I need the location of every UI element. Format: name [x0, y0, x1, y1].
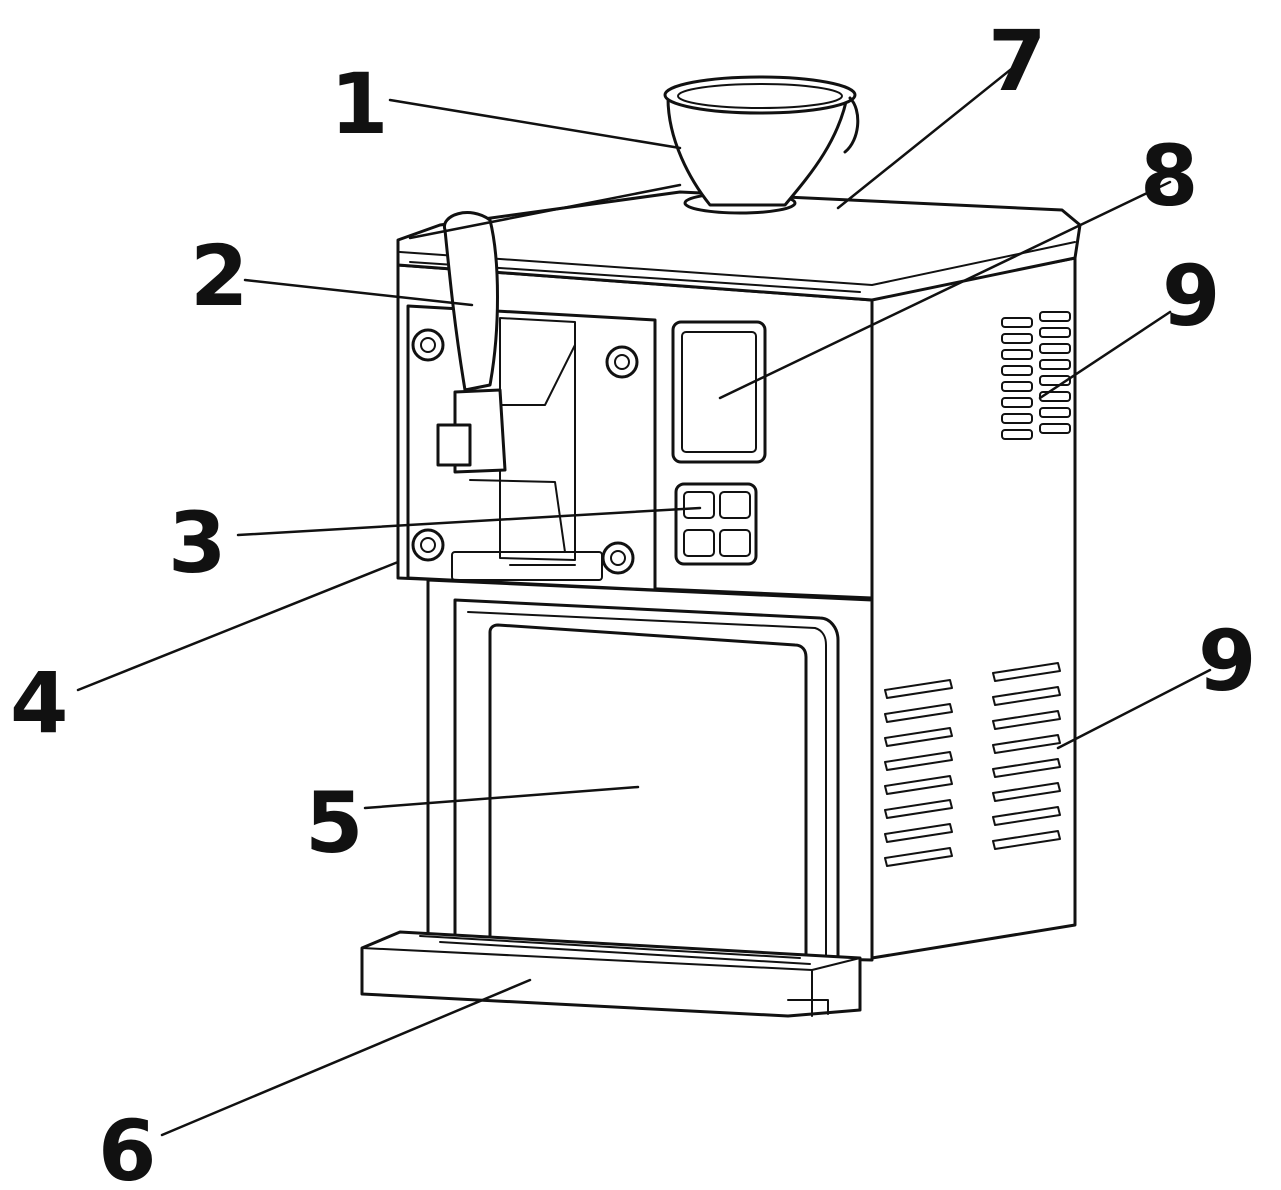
leader-lines	[76, 56, 1212, 1137]
knob-top-right	[605, 345, 639, 379]
cup-recess	[453, 598, 840, 960]
callout-4: 4	[10, 654, 68, 752]
leader-6	[160, 978, 532, 1137]
callout-5: 5	[305, 774, 363, 872]
dispense-handle	[436, 211, 507, 474]
callout-1: 1	[330, 55, 388, 153]
control-buttons	[674, 482, 758, 566]
vents-lower-left	[884, 679, 953, 867]
leader-3	[236, 506, 702, 537]
hopper-funnel	[663, 75, 860, 215]
callout-3: 3	[168, 494, 226, 592]
callout-8: 8	[1140, 127, 1198, 225]
leader-8	[718, 180, 1172, 400]
callout-6: 6	[98, 1102, 156, 1190]
leader-2	[243, 278, 474, 307]
knob-bottom-left	[411, 528, 445, 562]
leader-9b	[1056, 668, 1212, 750]
machine-side-panel	[870, 256, 1077, 960]
vents-lower-right	[992, 662, 1061, 850]
drip-tray	[360, 930, 862, 1018]
leader-9a	[1038, 310, 1172, 400]
callout-7: 7	[988, 12, 1046, 110]
leader-7	[836, 56, 1027, 210]
callout-2: 2	[190, 227, 248, 325]
display-window	[671, 320, 767, 464]
knob-bottom-right	[601, 541, 635, 575]
leader-5	[363, 785, 640, 810]
vents-upper	[1001, 311, 1071, 440]
top-cover	[396, 190, 1082, 302]
leader-1	[388, 98, 682, 150]
callout-9-lower: 9	[1198, 612, 1256, 710]
callout-numbers: 1 2 3 4 5 6 7 8 9 9	[10, 12, 1256, 1190]
callout-9-upper: 9	[1162, 247, 1220, 345]
knob-top-left	[411, 328, 445, 362]
leader-top-cover	[408, 183, 682, 240]
leader-4	[76, 560, 400, 692]
